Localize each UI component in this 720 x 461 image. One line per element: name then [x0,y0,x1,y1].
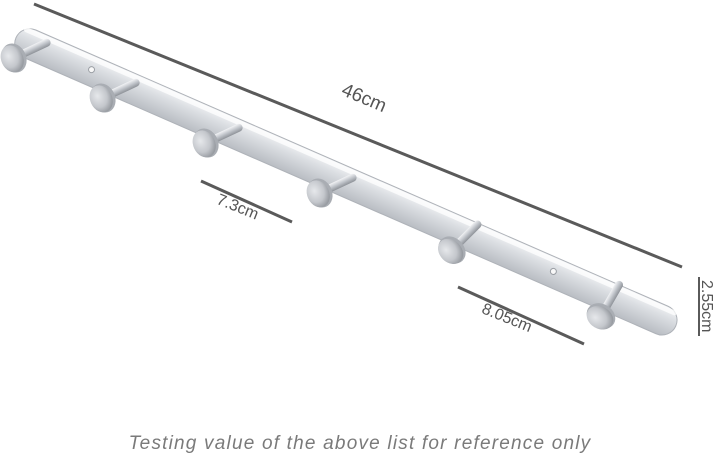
disclaimer-caption: Testing value of the above list for refe… [128,433,592,454]
length-label: 46cm [338,80,389,117]
length-dimension-line [33,2,683,269]
spacing-b-label: 8.05cm [479,301,534,336]
height-label: 2.55cm [698,280,715,332]
spacing-b-dimension-line [457,285,585,346]
mounting-hole-icon [549,267,557,275]
mounting-hole-icon [88,66,96,74]
spacing-a-dimension-line [200,179,293,224]
